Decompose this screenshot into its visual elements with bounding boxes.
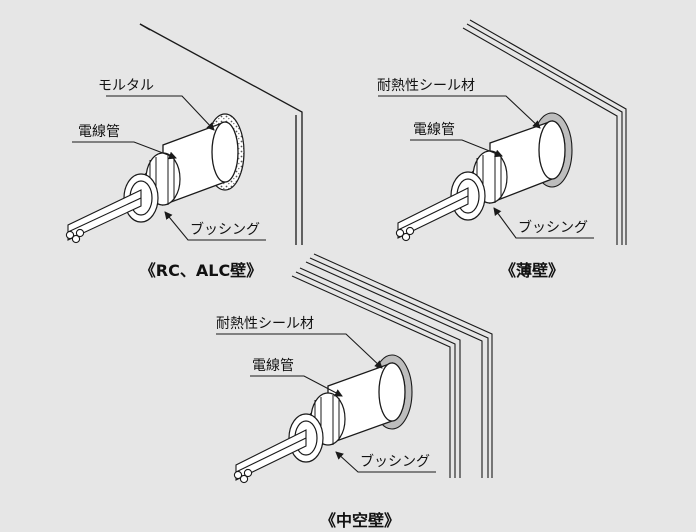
- panel-rc-alc: モルタル 電線管 ブッシング 《RC、ALC壁》: [65, 23, 303, 280]
- leader-bushing-2: [493, 207, 594, 239]
- bushing-rc-alc: [123, 152, 181, 223]
- label-seal-thin: 耐熱性シール材: [377, 78, 475, 94]
- leader-bushing-3: [335, 451, 436, 473]
- cables-hollow: [233, 429, 307, 484]
- leader-conduit-1: [72, 141, 177, 160]
- leader-mortar: [106, 95, 215, 131]
- cables-thin: [395, 187, 469, 242]
- wall-rc-alc: [139, 23, 303, 245]
- leader-conduit-2: [410, 139, 503, 158]
- label-mortar: モルタル: [98, 78, 154, 94]
- panel-thin-wall: 耐熱性シール材 電線管 ブッシング 《薄壁》: [377, 19, 627, 280]
- label-seal-hollow: 耐熱性シール材: [216, 316, 314, 332]
- label-bushing-2: ブッシング: [518, 219, 588, 236]
- wall-hollow: [291, 253, 493, 478]
- leader-conduit-3: [250, 375, 343, 397]
- wall-thin: [462, 19, 627, 245]
- label-conduit-3: 電線管: [252, 358, 294, 374]
- caption-rc-alc: 《RC、ALC壁》: [140, 261, 262, 280]
- label-bushing-3: ブッシング: [360, 453, 430, 470]
- leader-bushing-1: [164, 211, 266, 241]
- label-bushing-1: ブッシング: [190, 221, 260, 238]
- cables-rc-alc: [65, 189, 142, 244]
- label-conduit-1: 電線管: [78, 124, 120, 140]
- caption-hollow-wall: 《中空壁》: [320, 511, 400, 530]
- label-conduit-2: 電線管: [413, 122, 455, 138]
- bushing-thin: [450, 150, 508, 221]
- caption-thin-wall: 《薄壁》: [500, 261, 564, 280]
- panel-hollow-wall: 耐熱性シール材 電線管 ブッシング 《中空壁》: [216, 253, 493, 530]
- bushing-hollow: [288, 392, 346, 463]
- leader-seal-thin: [378, 95, 541, 129]
- leader-seal-hollow: [216, 333, 383, 369]
